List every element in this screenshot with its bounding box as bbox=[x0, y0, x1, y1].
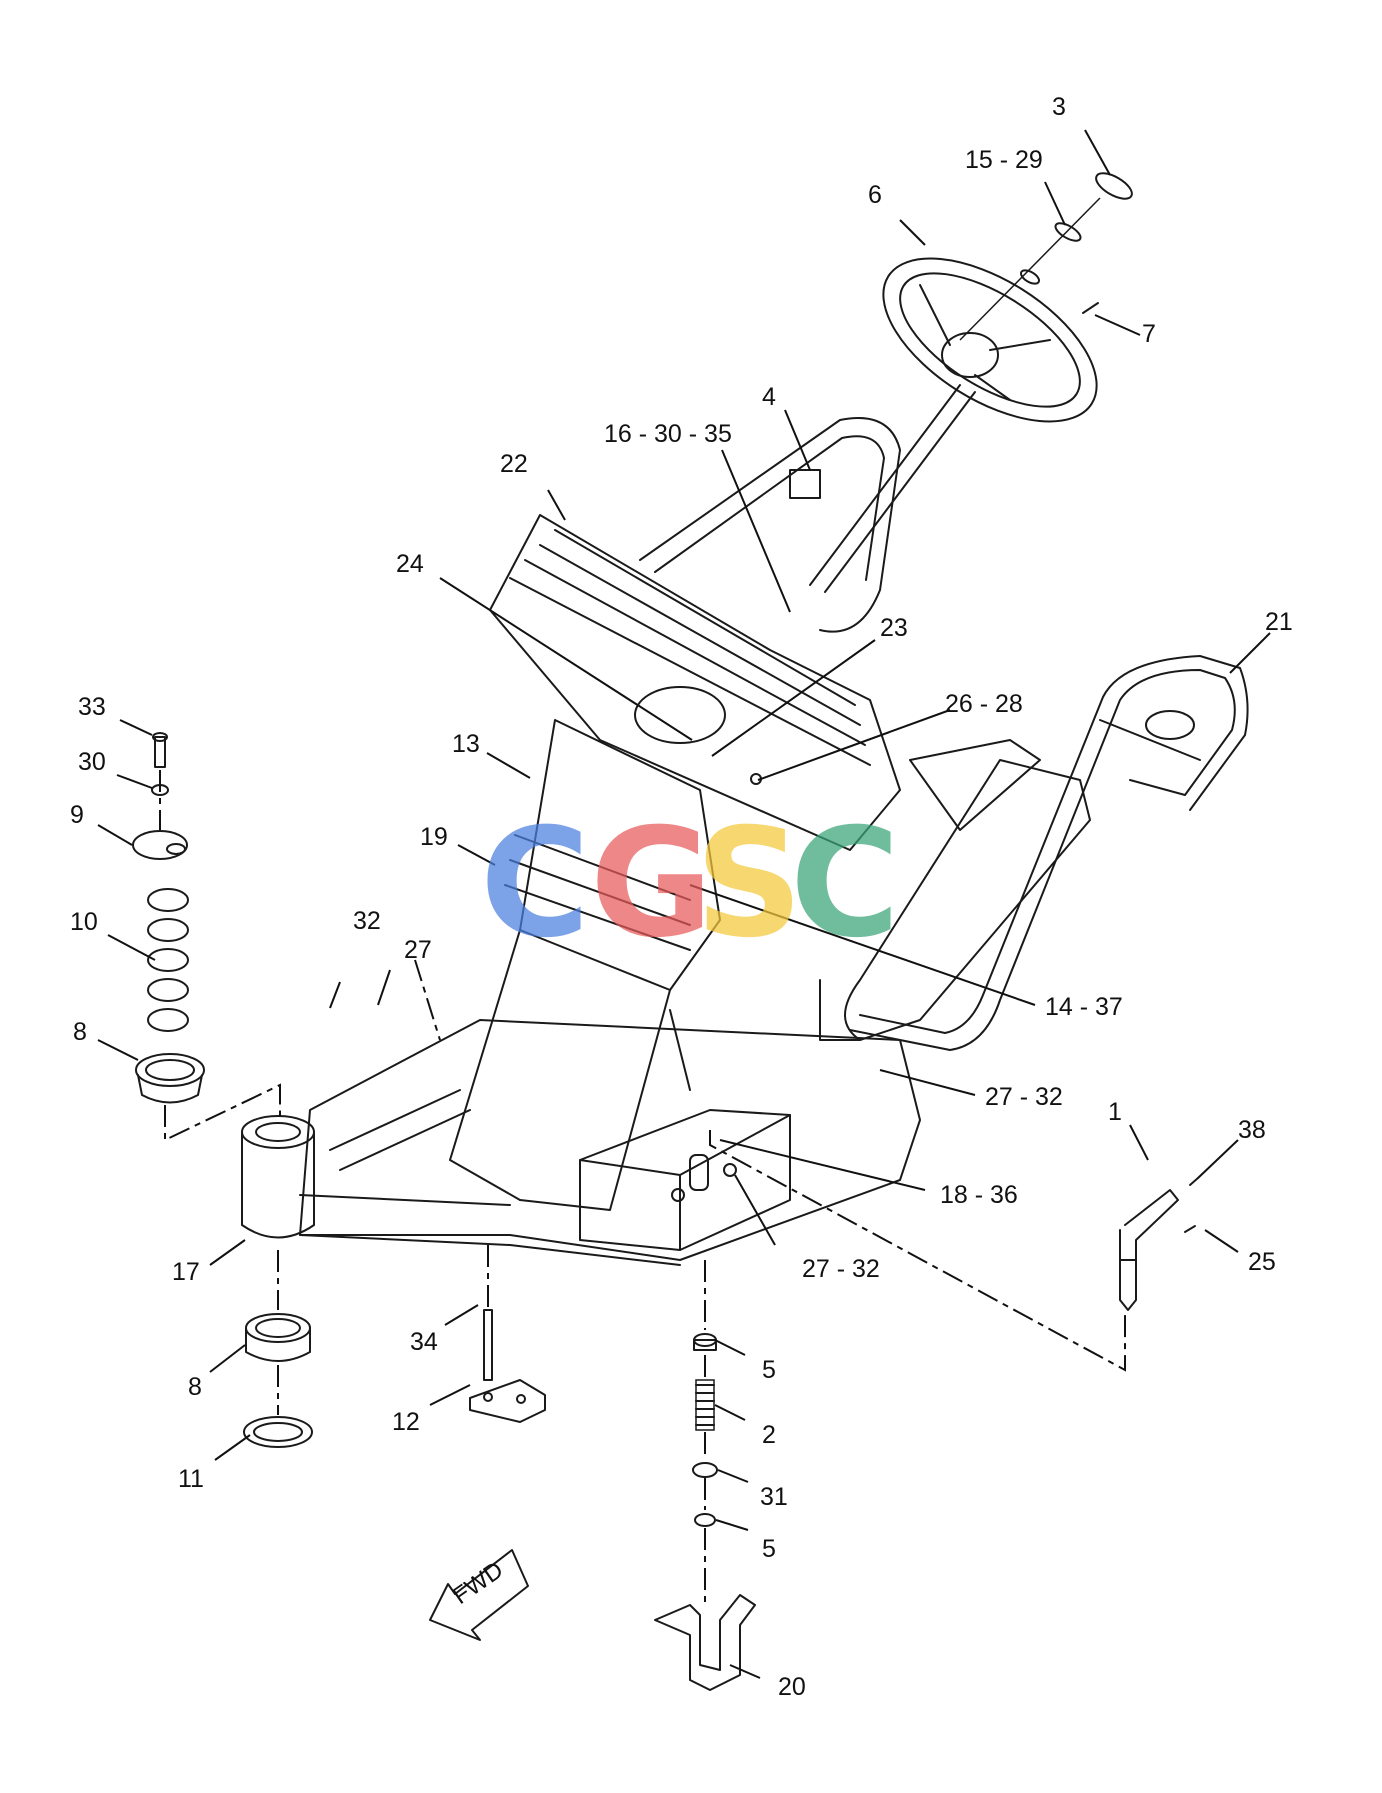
callout-7: 7 bbox=[1142, 320, 1156, 348]
bracket-part bbox=[469, 1309, 546, 1423]
callout-27: 27 bbox=[404, 936, 432, 964]
watermark-letter-3: S bbox=[695, 797, 803, 971]
leader-lines bbox=[97, 129, 1271, 1679]
callout-30: 30 bbox=[78, 748, 106, 776]
callout-17: 17 bbox=[172, 1258, 200, 1286]
callout-1: 1 bbox=[1108, 1098, 1122, 1126]
callout-labels: 3 15 - 29 6 7 4 16 - 30 - 35 22 24 23 21… bbox=[70, 93, 1293, 1701]
lever-pin-part bbox=[1119, 1177, 1199, 1311]
callout-6: 6 bbox=[868, 181, 882, 209]
callout-8-upper: 8 bbox=[73, 1018, 87, 1046]
callout-8-lower: 8 bbox=[188, 1373, 202, 1401]
callout-26-28: 26 - 28 bbox=[945, 690, 1023, 718]
callout-4: 4 bbox=[762, 383, 776, 411]
watermark-letter-1: C bbox=[480, 797, 590, 971]
pedestal-column-part bbox=[449, 719, 721, 1211]
callout-19: 19 bbox=[420, 823, 448, 851]
callout-16-30-35: 16 - 30 - 35 bbox=[604, 420, 732, 448]
console-part bbox=[489, 514, 901, 851]
callout-27-32-upper: 27 - 32 bbox=[985, 1083, 1063, 1111]
callout-20: 20 bbox=[778, 1673, 806, 1701]
handrail-part bbox=[849, 655, 1249, 1051]
callout-12: 12 bbox=[392, 1408, 420, 1436]
callout-13: 13 bbox=[452, 730, 480, 758]
callout-15-29: 15 - 29 bbox=[965, 146, 1043, 174]
steering-column-part bbox=[824, 391, 976, 593]
pivot-tube-part bbox=[241, 1115, 315, 1239]
main-frame-part bbox=[299, 1019, 921, 1266]
lower-bushing-part bbox=[243, 1313, 313, 1448]
callout-33: 33 bbox=[78, 693, 106, 721]
bushing-stack-part bbox=[132, 732, 205, 1104]
forward-arrow-icon: FWD bbox=[429, 1549, 529, 1641]
assembly-lines bbox=[159, 770, 1126, 1605]
callout-9: 9 bbox=[70, 801, 84, 829]
watermark-letter-4: C bbox=[790, 797, 900, 971]
fwd-label: FWD bbox=[448, 1556, 508, 1609]
callout-5-upper: 5 bbox=[762, 1356, 776, 1384]
steering-column-part bbox=[809, 384, 961, 586]
callout-10: 10 bbox=[70, 908, 98, 936]
callout-27-32-lower: 27 - 32 bbox=[802, 1255, 880, 1283]
callout-2: 2 bbox=[762, 1421, 776, 1449]
callout-11: 11 bbox=[178, 1465, 204, 1493]
callout-22: 22 bbox=[500, 450, 528, 478]
callout-34: 34 bbox=[410, 1328, 438, 1356]
horn-cap-part bbox=[959, 172, 1133, 341]
callout-32: 32 bbox=[353, 907, 381, 935]
spring-stack-part bbox=[654, 1333, 756, 1691]
watermark-logo: C G S C bbox=[480, 797, 900, 971]
callout-25: 25 bbox=[1248, 1248, 1276, 1276]
handle-frame-part bbox=[639, 417, 901, 633]
callout-23: 23 bbox=[880, 614, 908, 642]
callout-14-37: 14 - 37 bbox=[1045, 993, 1123, 1021]
callout-3: 3 bbox=[1052, 93, 1066, 121]
callout-31: 31 bbox=[760, 1483, 788, 1511]
steering-wheel-part bbox=[882, 257, 1098, 423]
callout-38: 38 bbox=[1238, 1116, 1266, 1144]
watermark-letter-2: G bbox=[590, 797, 713, 971]
callout-5-lower: 5 bbox=[762, 1535, 776, 1563]
callout-24: 24 bbox=[396, 550, 424, 578]
callout-18-36: 18 - 36 bbox=[940, 1181, 1018, 1209]
callout-21: 21 bbox=[1265, 608, 1293, 636]
seat-part bbox=[819, 739, 1091, 1041]
